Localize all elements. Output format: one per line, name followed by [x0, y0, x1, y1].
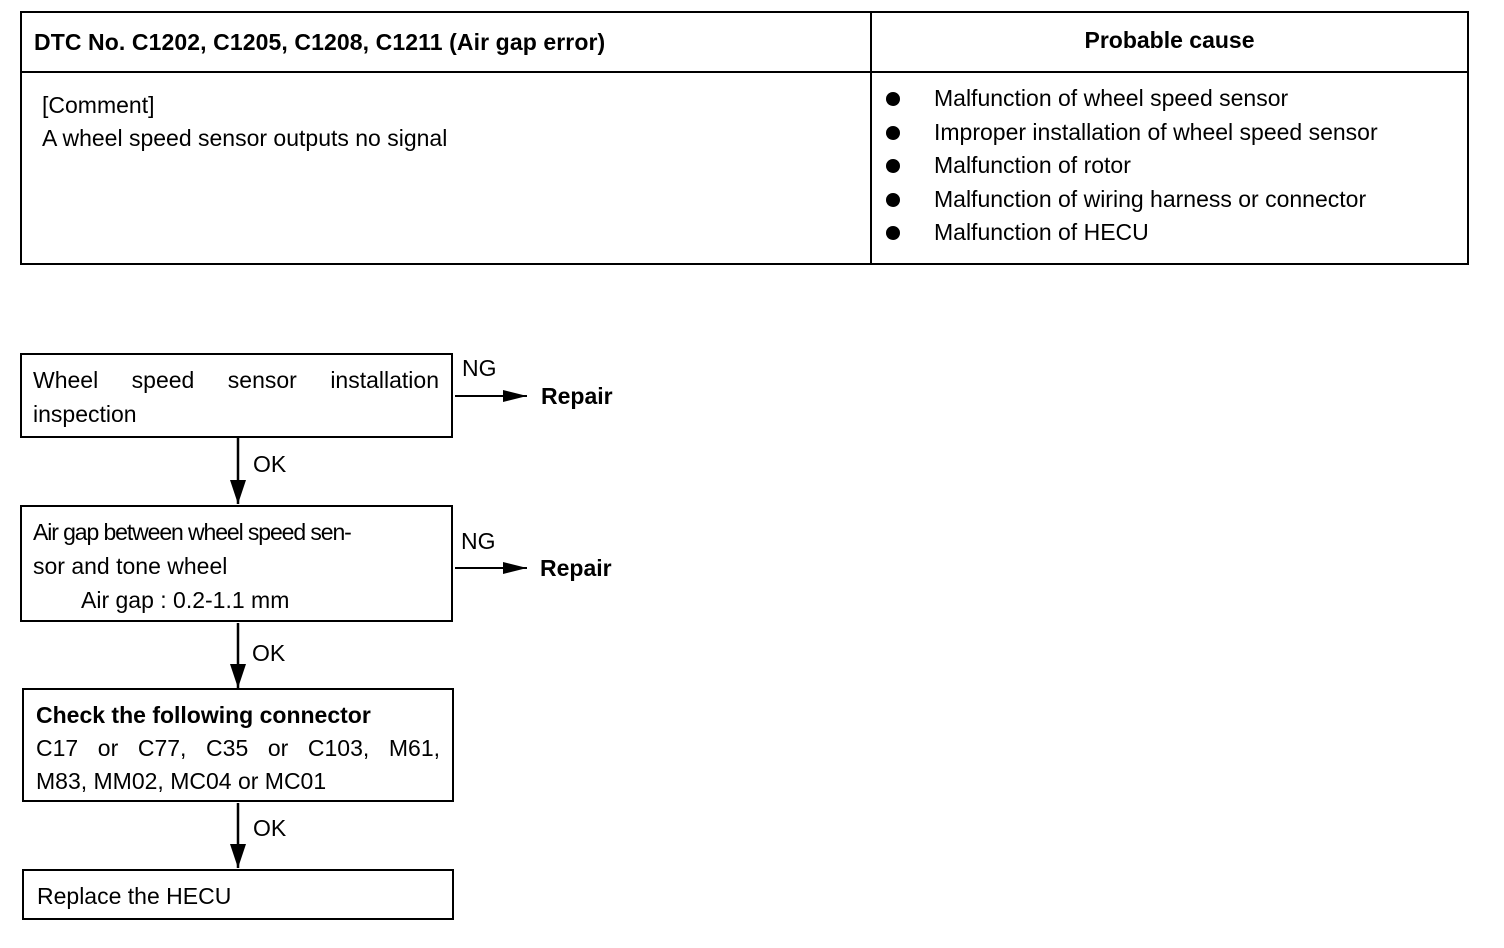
probable-cause-list: Malfunction of wheel speed sensor Improp…: [886, 82, 1378, 250]
step-air-gap-check: Air gap between wheel speed sen- sor and…: [20, 505, 453, 622]
step-text: Wheel speed sensor installation: [33, 367, 439, 393]
step-title: Check the following connector: [36, 702, 371, 728]
step-text: Air gap : 0.2-1.1 mm: [81, 587, 290, 613]
cause-item: Malfunction of wiring harness or connect…: [886, 183, 1378, 217]
bullet-icon: [886, 226, 900, 241]
step-text: C17 or C77, C35 or C103, M61,: [36, 735, 440, 761]
comment-text: A wheel speed sensor outputs no signal: [42, 125, 448, 151]
bullet-icon: [886, 92, 900, 106]
bullet-icon: [886, 192, 900, 207]
bullet-icon: [886, 159, 900, 174]
dtc-header: DTC No. C1202, C1205, C1208, C1211 (Air …: [34, 29, 606, 55]
table-column-divider: [870, 13, 872, 263]
dtc-table: DTC No. C1202, C1205, C1208, C1211 (Air …: [20, 11, 1469, 265]
ok-label: OK: [252, 640, 286, 666]
comment-label: [Comment]: [42, 92, 155, 118]
step-connector-check: Check the following connector C17 or C77…: [22, 688, 454, 802]
cause-item: Malfunction of rotor: [886, 149, 1378, 183]
ok-label: OK: [253, 451, 287, 477]
step-text: M83, MM02, MC04 or MC01: [36, 768, 327, 794]
ng-label: NG: [462, 355, 497, 381]
cause-item: Malfunction of wheel speed sensor: [886, 82, 1378, 116]
repair-label: Repair: [540, 555, 612, 581]
table-header-row: [22, 13, 1467, 73]
step-text: sor and tone wheel: [33, 553, 228, 579]
step-text: Air gap between wheel speed sen-: [33, 519, 352, 545]
step-replace-hecu: Replace the HECU: [22, 869, 454, 920]
cause-item: Improper installation of wheel speed sen…: [886, 116, 1378, 150]
step-text: inspection: [33, 401, 137, 427]
repair-label: Repair: [541, 383, 613, 409]
cause-item: Malfunction of HECU: [886, 216, 1378, 250]
step-text: Replace the HECU: [37, 883, 232, 909]
ok-label: OK: [253, 815, 287, 841]
ng-label: NG: [461, 528, 496, 554]
probable-cause-header: Probable cause: [1084, 27, 1255, 53]
bullet-icon: [886, 125, 900, 140]
comment-cell: [Comment] A wheel speed sensor outputs n…: [42, 89, 447, 155]
step-installation-inspection: Wheel speed sensor installation inspecti…: [20, 353, 453, 438]
